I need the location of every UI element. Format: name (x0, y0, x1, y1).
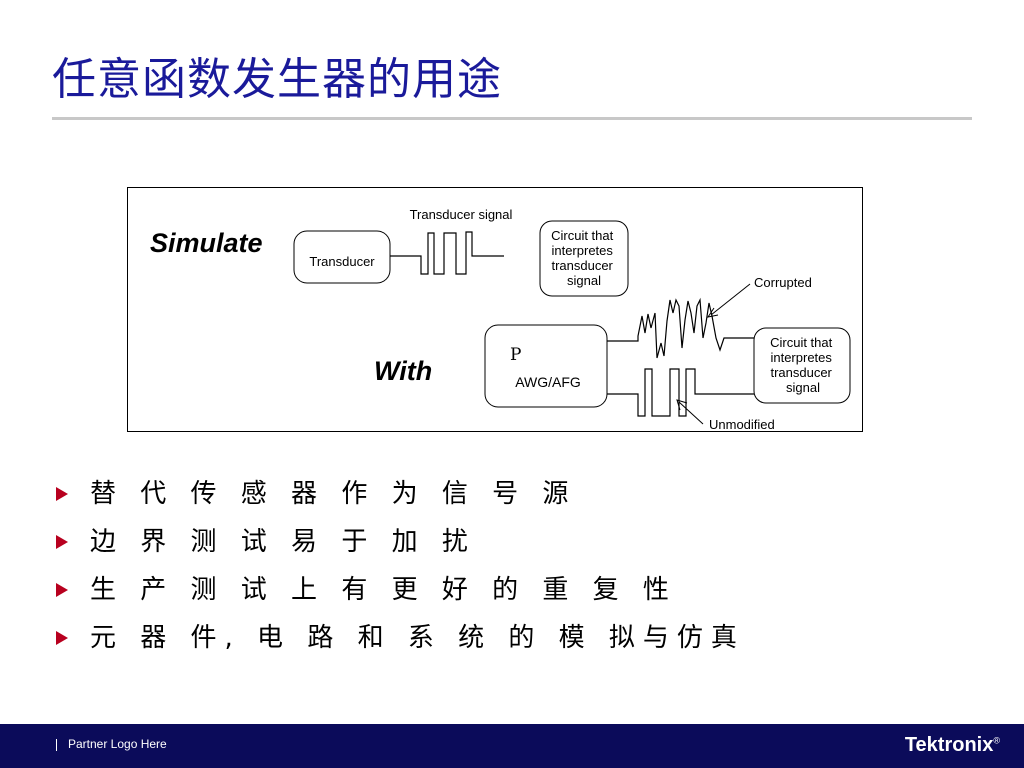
unmodified-arrow-head (676, 399, 688, 411)
circuit-box-top (539, 220, 629, 297)
circuit-bottom-line: interpretes (770, 350, 832, 365)
bullet-text: 替 代 传 感 器 作 为 信 号 源 (90, 479, 577, 509)
circuit-bottom-line: signal (786, 380, 820, 395)
bullet-item: 边 界 测 试 易 于 加 扰 (56, 518, 956, 566)
bullet-item: 生 产 测 试 上 有 更 好 的 重 复 性 (56, 566, 956, 614)
corrupted-arrow-head (706, 307, 719, 318)
circuit-top-line: interpretes (551, 243, 613, 258)
with-label: With (374, 356, 432, 386)
awg-box (484, 324, 608, 408)
circuit-top-line: signal (567, 273, 601, 288)
circuit-top-line: transducer (551, 258, 613, 273)
circuit-top-line: Circuit that (551, 228, 614, 243)
bullet-item: 替 代 传 感 器 作 为 信 号 源 (56, 470, 956, 518)
transducer-signal-label: Transducer signal (410, 207, 513, 222)
triangle-bullet-icon (56, 535, 68, 549)
bullet-text: 边 界 测 试 易 于 加 扰 (90, 527, 476, 557)
triangle-bullet-icon (56, 487, 68, 501)
bullet-item: 元 器 件, 电 路 和 系 统 的 模 拟与仿真 (56, 614, 956, 662)
signal-diagram: Simulate With Transducer Transducer sign… (127, 187, 863, 432)
simulate-label: Simulate (150, 228, 263, 258)
circuit-box-bottom-text: Circuit that interpretes transducer sign… (770, 335, 836, 395)
awg-label: AWG/AFG (515, 374, 581, 390)
diagram-canvas: Simulate With Transducer Transducer sign… (150, 207, 851, 432)
corrupted-label: Corrupted (754, 275, 812, 290)
page-title: 任意函数发生器的用途 (52, 54, 502, 105)
corrupted-arrow-line (710, 283, 751, 316)
title-divider (52, 117, 972, 120)
unmodified-label: Unmodified (709, 417, 775, 432)
bullet-text: 生 产 测 试 上 有 更 好 的 重 复 性 (90, 575, 677, 605)
corrupted-waveform (607, 297, 754, 359)
registered-mark: ® (993, 735, 1000, 746)
awg-symbol: P (510, 345, 521, 365)
transducer-box-label: Transducer (309, 254, 375, 269)
unmodified-waveform (607, 368, 754, 417)
circuit-bottom-line: Circuit that (770, 335, 833, 350)
triangle-bullet-icon (56, 631, 68, 645)
footer-bar: Partner Logo Here Tektronix® (0, 724, 1024, 768)
partner-logo-placeholder: Partner Logo Here (68, 737, 167, 751)
triangle-bullet-icon (56, 583, 68, 597)
circuit-bottom-line: transducer (770, 365, 832, 380)
bullet-text: 元 器 件, 电 路 和 系 统 的 模 拟与仿真 (90, 623, 745, 653)
transducer-box (293, 230, 391, 284)
transducer-signal-waveform (390, 231, 504, 275)
bullet-list: 替 代 传 感 器 作 为 信 号 源 边 界 测 试 易 于 加 扰 生 产 … (56, 470, 956, 662)
circuit-box-bottom (753, 327, 851, 404)
unmodified-arrow-line (678, 401, 704, 425)
circuit-box-top-text: Circuit that interpretes transducer sign… (551, 228, 617, 288)
footer-separator (56, 739, 57, 751)
tektronix-logo: Tektronix® (905, 734, 1000, 757)
logo-text: Tektronix (904, 734, 994, 756)
